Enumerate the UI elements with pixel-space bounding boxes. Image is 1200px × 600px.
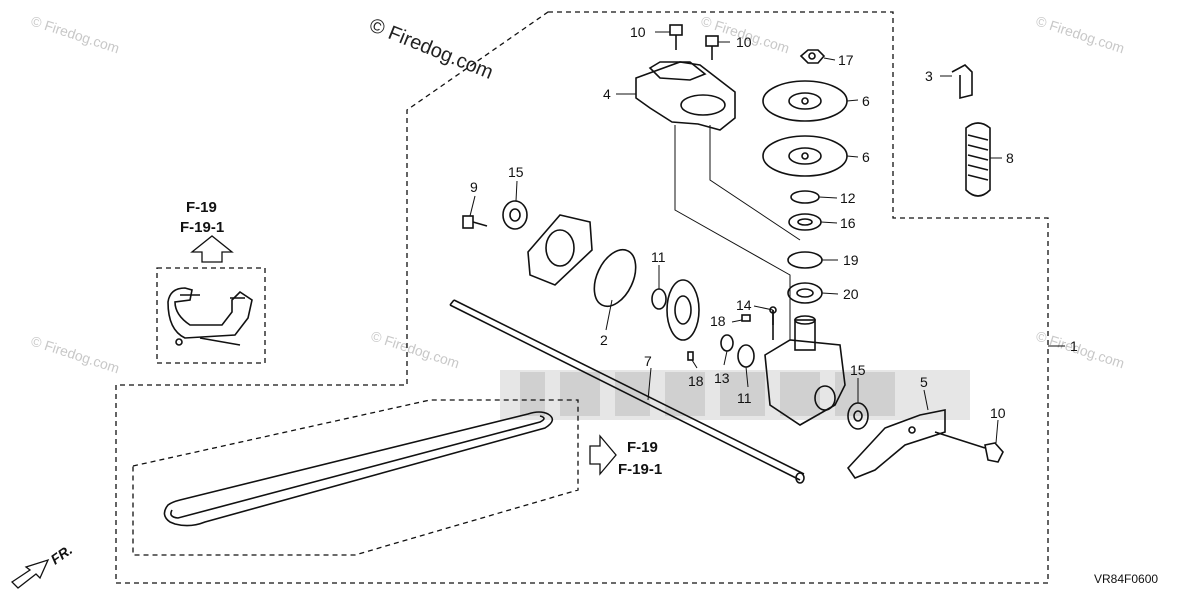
bearing-part-c [502, 200, 528, 230]
o-ring-part [593, 248, 637, 308]
pin-part-c [769, 306, 777, 340]
nut-part [799, 49, 826, 64]
callout-11: 11 [651, 249, 666, 265]
washer-part-a [651, 288, 667, 310]
copyright-text: © Firedog.com [366, 14, 496, 84]
shaft-part [449, 299, 805, 484]
callout-13: 13 [714, 370, 730, 386]
callout-15: 15 [508, 164, 524, 180]
callout-4: 4 [603, 86, 611, 102]
retaining-ring-part [787, 251, 823, 269]
assembly-boundary [115, 11, 1049, 584]
gear-case-part [764, 310, 846, 426]
bolt-part-d [934, 431, 1004, 463]
callout-leaders [469, 31, 1065, 444]
callout-20: 20 [843, 286, 859, 302]
up-arrow-icon [190, 235, 234, 263]
callout-2: 2 [600, 332, 608, 348]
callout-14: 14 [736, 297, 752, 313]
ref-top-line2: F-19-1 [180, 219, 224, 236]
seal-part [720, 334, 734, 352]
washer-part [790, 190, 820, 204]
watermark: © Firedog.com [369, 328, 461, 372]
callout-18: 18 [710, 313, 726, 329]
callout-11: 11 [737, 390, 752, 406]
belt-guard-part [167, 287, 253, 346]
pulley-part-a [762, 80, 848, 122]
callout-19: 19 [843, 252, 859, 268]
belt-subassembly-box [132, 399, 579, 556]
watermark: © Firedog.com [29, 13, 121, 57]
assembly-line [709, 125, 801, 241]
callout-18: 18 [688, 373, 704, 389]
watermark: © Firedog.com [1034, 13, 1126, 57]
bolt-part-a [669, 24, 683, 50]
callout-3: 3 [925, 68, 933, 84]
callout-17: 17 [838, 52, 854, 68]
bolt-part-c [462, 215, 488, 229]
diagram-code: VR84F0600 [1094, 572, 1158, 586]
guard-subassembly-box [156, 267, 266, 364]
callout-5: 5 [920, 374, 928, 390]
front-arrow-icon: FR. [10, 541, 76, 589]
ref-top-line1: F-19 [186, 199, 217, 216]
assembly-line [674, 125, 791, 340]
callout-8: 8 [1006, 150, 1014, 166]
pin-part-b [687, 351, 694, 361]
callout-10: 10 [736, 34, 752, 50]
right-arrow-icon [589, 434, 617, 476]
callout-15: 15 [850, 362, 866, 378]
watermark: © Firedog.com [29, 333, 121, 377]
callout-7: 7 [644, 353, 652, 369]
callout-1: 1 [1070, 338, 1078, 354]
gear-cover-part [527, 214, 593, 286]
callout-6: 6 [862, 149, 870, 165]
callout-10: 10 [630, 24, 646, 40]
callout-12: 12 [840, 190, 856, 206]
pin-part-a [741, 314, 751, 322]
washer-part-b [737, 344, 755, 368]
bolt-part-b [705, 35, 719, 60]
ref-bottom-line2: F-19-1 [618, 461, 662, 478]
front-label: FR. [48, 541, 76, 567]
bearing-part-a [788, 213, 822, 231]
callout-10: 10 [990, 405, 1006, 421]
callout-9: 9 [470, 179, 478, 195]
lever-part [846, 409, 946, 479]
pulley-part-b [762, 135, 848, 177]
clip-part [951, 64, 973, 100]
honda-logo-watermark [500, 370, 970, 420]
drive-belt-part [163, 411, 554, 527]
callout-16: 16 [840, 215, 856, 231]
bearing-part-b [787, 282, 823, 304]
bracket-part [635, 61, 736, 131]
spring-part [965, 122, 991, 197]
gear-part [666, 279, 700, 341]
callout-6: 6 [862, 93, 870, 109]
ref-bottom-line1: F-19 [627, 439, 658, 456]
